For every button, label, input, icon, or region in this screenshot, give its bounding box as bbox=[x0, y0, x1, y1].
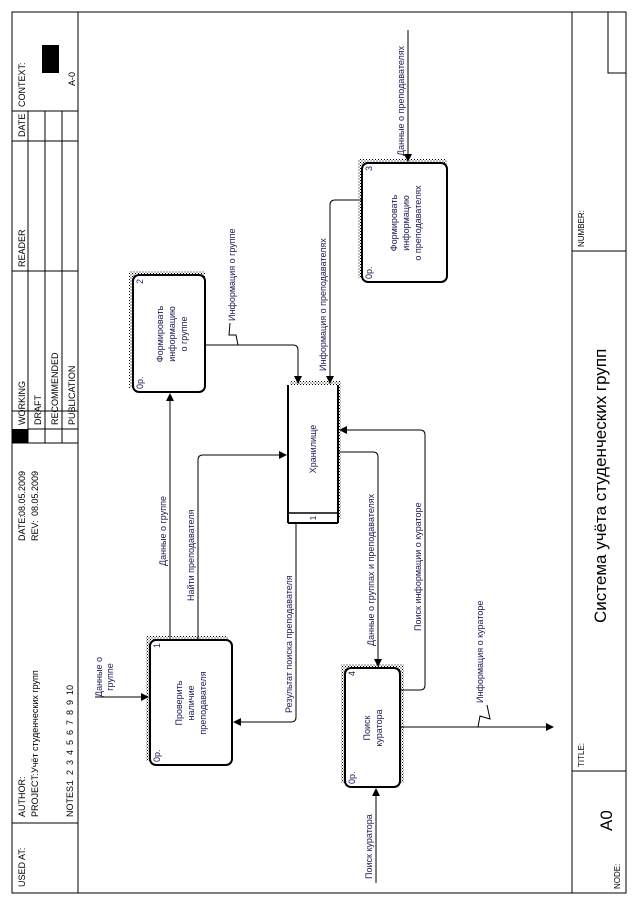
box-cost: 0р. bbox=[364, 266, 374, 279]
box-label-line: преподавателя bbox=[198, 671, 208, 734]
box-cost: 0р. bbox=[152, 749, 162, 762]
box-label-line: Проверить bbox=[174, 680, 184, 725]
box-cost: 0р. bbox=[135, 376, 145, 389]
data-store-label: Хранилище bbox=[308, 425, 318, 474]
arrow-label: Поиск информации о кураторе bbox=[413, 502, 423, 631]
date-label: DATE: bbox=[17, 515, 27, 541]
status-publication: PUBLICATION bbox=[67, 366, 77, 425]
box-label-line: о группе bbox=[179, 317, 189, 352]
context-node: A-0 bbox=[67, 72, 77, 86]
footer-block: NODE: A0 TITLE: Система учёта студенческ… bbox=[571, 11, 627, 894]
arrow-info-group[interactable]: Информация о группе bbox=[205, 228, 302, 384]
function-box-1[interactable]: 1 0р. Проверить наличие преподавателя bbox=[146, 636, 233, 766]
node-value: A0 bbox=[597, 810, 616, 831]
box-label-line: Формировать bbox=[155, 306, 165, 363]
date-value: 08.05.2009 bbox=[17, 471, 27, 516]
data-store-box[interactable]: 1 Хранилище bbox=[287, 381, 341, 524]
arrow-find-teacher[interactable]: Найти преподавателя bbox=[186, 451, 287, 640]
arrow-label: Данные о преподавателях bbox=[396, 45, 406, 156]
arrow-data-groups-teachers[interactable]: Данные о группах и преподавателях bbox=[338, 451, 382, 667]
box-label-line: о преподавателях bbox=[413, 185, 423, 261]
arrow-label: Информация о преподавателях bbox=[318, 238, 328, 371]
arrow-label: Данные о группе bbox=[158, 496, 168, 566]
rev-value: 08.05.2009 bbox=[30, 471, 40, 516]
header-block: USED AT: AUTHOR: PROJECT: Учёт студенчес… bbox=[11, 11, 79, 894]
context-label: CONTEXT: bbox=[17, 62, 27, 107]
box-number: 1 bbox=[152, 643, 162, 648]
box-label-line: информацию bbox=[167, 306, 177, 362]
reader-label: READER bbox=[17, 229, 27, 267]
rev-label: REV: bbox=[30, 520, 40, 541]
arrow-label: Информация о кураторе bbox=[475, 601, 485, 703]
box-cost: 0р. bbox=[347, 771, 357, 784]
arrow-info-curator-output[interactable]: Информация о кураторе bbox=[400, 601, 554, 731]
box-label-line: куратора bbox=[374, 709, 384, 746]
function-box-2[interactable]: 2 0р. Формировать информацию о группе bbox=[129, 271, 206, 393]
context-node-marker bbox=[42, 45, 59, 73]
number-label: NUMBER: bbox=[577, 210, 586, 247]
function-box-3[interactable]: 3 0р. Формировать информацию о преподава… bbox=[358, 159, 448, 283]
arrow-label: Данные о группах и преподавателях bbox=[366, 493, 376, 646]
notes-label: NOTES: bbox=[65, 783, 75, 817]
arrow-info-teachers[interactable]: Информация о преподавателях bbox=[318, 199, 362, 384]
box-number: 2 bbox=[135, 279, 145, 284]
arrow-data-group-input[interactable]: Данные о группе bbox=[94, 657, 149, 701]
arrow-label: Найти преподавателя bbox=[186, 510, 196, 601]
date-column-label: DATE bbox=[17, 114, 27, 137]
function-box-4[interactable]: 4 0р. Поиск куратора bbox=[341, 664, 404, 788]
arrow-data-group[interactable]: Данные о группе bbox=[158, 393, 174, 640]
box-label-line: информацию bbox=[401, 195, 411, 251]
node-label: NODE: bbox=[613, 864, 622, 889]
data-store-number: 1 bbox=[309, 515, 318, 520]
arrow-label: Поиск куратора bbox=[364, 814, 374, 879]
arrow-label: группе bbox=[105, 663, 115, 690]
notes-numbers: 1 2 3 4 5 6 7 8 9 10 bbox=[65, 685, 75, 785]
diagram-title: Система учёта студенческих групп bbox=[591, 349, 610, 623]
box-number: 3 bbox=[364, 166, 374, 171]
used-at-label: USED AT: bbox=[17, 848, 27, 887]
box-label-line: Формировать bbox=[389, 195, 399, 252]
arrow-search-curator-info[interactable]: Поиск информации о кураторе bbox=[339, 426, 426, 691]
arrow-search-result[interactable]: Результат поиска преподавателя bbox=[233, 523, 297, 726]
box-label-line: наличие bbox=[186, 686, 196, 721]
arrow-label: Результат поиска преподавателя bbox=[284, 575, 294, 713]
title-label: TITLE: bbox=[577, 743, 586, 767]
arrow-label: Информация о группе bbox=[227, 228, 237, 321]
arrow-search-curator-input[interactable]: Поиск куратора bbox=[364, 788, 380, 883]
arrow-label: Данные о bbox=[94, 657, 104, 697]
box-number: 4 bbox=[347, 671, 357, 676]
status-draft: DRAFT bbox=[33, 395, 43, 425]
arrow-data-teachers-input[interactable]: Данные о преподавателях bbox=[396, 30, 412, 162]
project-label: PROJECT: bbox=[30, 773, 40, 817]
status-recommended: RECOMMENDED bbox=[50, 352, 60, 425]
author-label: AUTHOR: bbox=[17, 777, 27, 818]
box-label-line: Поиск bbox=[362, 715, 372, 740]
project-value: Учёт студенческих групп bbox=[30, 670, 40, 773]
status-working: WORKING bbox=[17, 381, 27, 425]
